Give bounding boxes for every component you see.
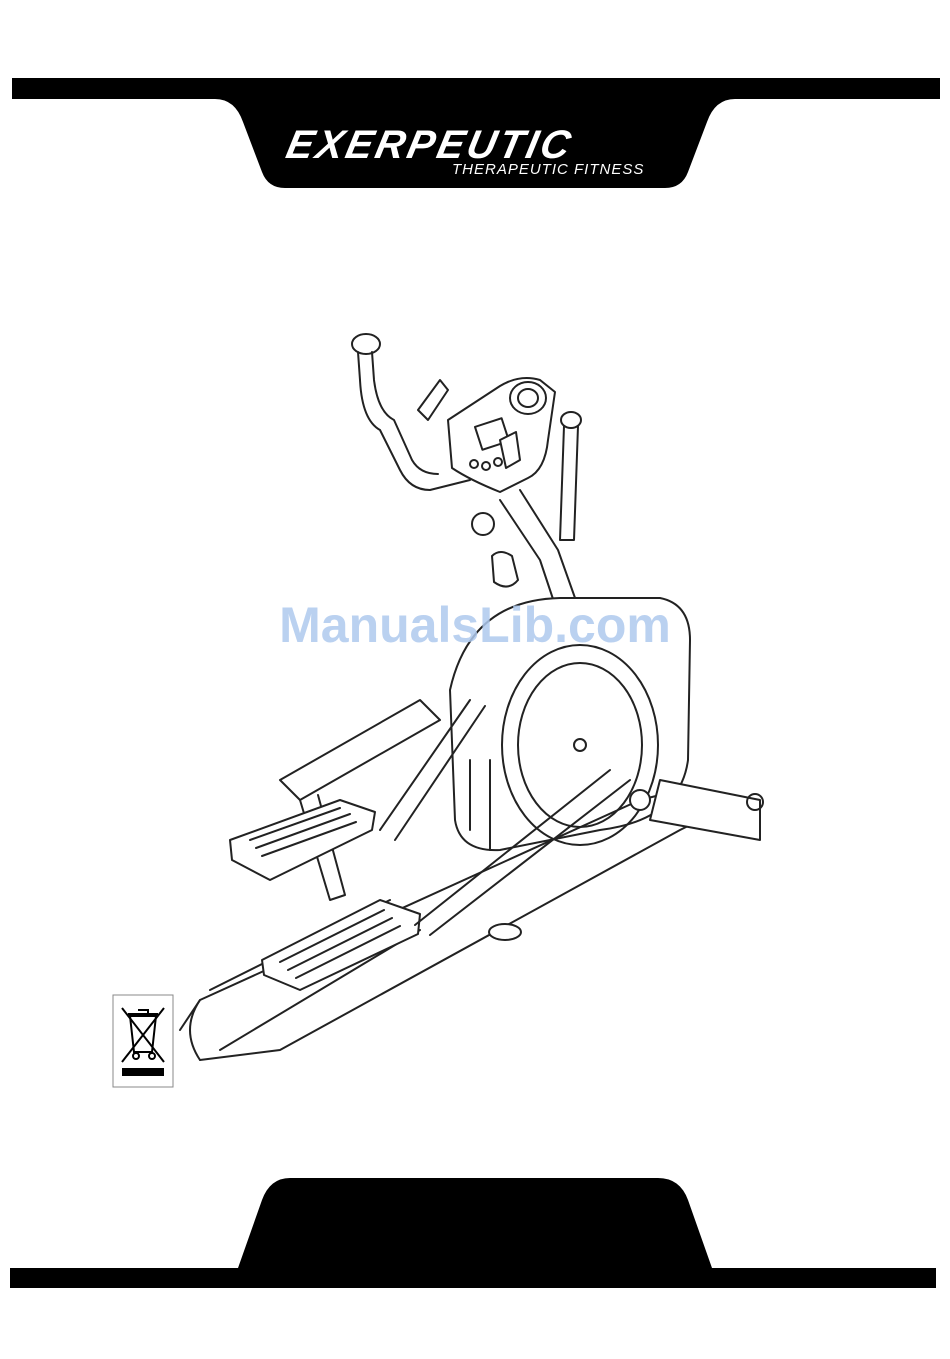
weee-crossed-bin-icon xyxy=(112,994,174,1088)
front-pedal xyxy=(230,800,375,880)
console xyxy=(418,378,555,492)
footer-banner-shape xyxy=(10,1178,936,1288)
manualslib-watermark: ManualsLib.com xyxy=(0,596,950,654)
footer-banner xyxy=(0,1170,950,1310)
right-handlebar xyxy=(560,412,581,540)
